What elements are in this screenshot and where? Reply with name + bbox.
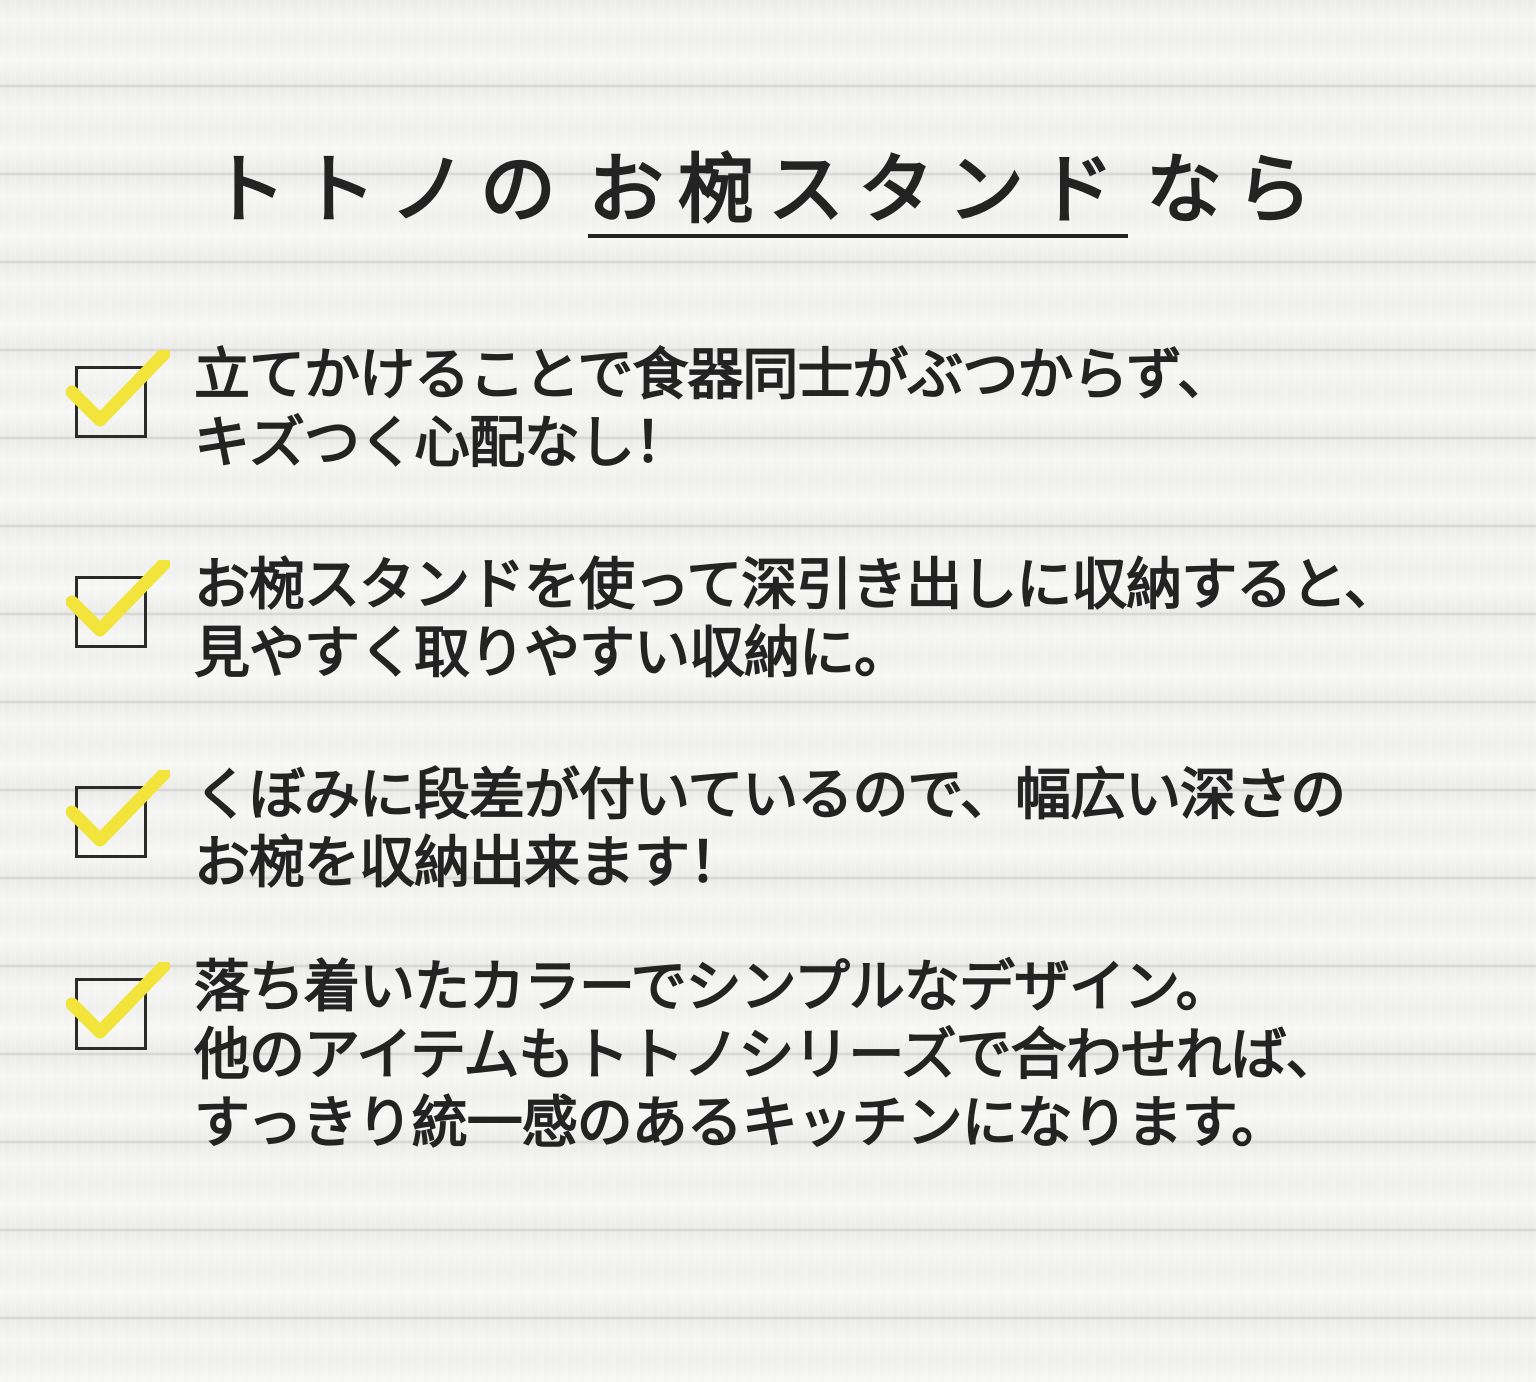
feature-line: お椀を収納出来ます！ xyxy=(194,831,745,896)
feature-line: 立てかけることで食器同士がぶつからず、 xyxy=(194,343,1233,408)
feature-text: 落ち着いたカラーでシンプルなデザイン。 他のアイテムもトトノシリーズで合わせれば… xyxy=(194,954,1342,1158)
feature-line: すっきり統一感のあるキッチンになります。 xyxy=(194,1091,1287,1156)
title-emphasis: お椀スタンド xyxy=(588,146,1128,238)
feature-line: キズつく心配なし！ xyxy=(194,411,690,476)
checkmark-icon xyxy=(66,962,170,1039)
feature-text: 立てかけることで食器同士がぶつからず、 キズつく心配なし！ xyxy=(194,342,1233,478)
feature-text: くぼみに段差が付いているので、幅広い深さの お椀を収納出来ます！ xyxy=(194,762,1346,898)
feature-line: 落ち着いたカラーでシンプルなデザイン。 xyxy=(194,955,1232,1020)
feature-line: くぼみに段差が付いているので、幅広い深さの xyxy=(194,763,1346,828)
feature-line: 他のアイテムもトトノシリーズで合わせれば、 xyxy=(194,1023,1342,1088)
title-suffix: なら xyxy=(1146,145,1326,234)
feature-text: お椀スタンドを使って深引き出しに収納すると、 見やすく取りやすい収納に。 xyxy=(194,552,1400,688)
feature-line: お椀スタンドを使って深引き出しに収納すると、 xyxy=(194,553,1400,618)
feature-line: 見やすく取りやすい収納に。 xyxy=(194,621,910,686)
checkmark-icon xyxy=(66,560,170,637)
title-prefix: トトノの xyxy=(210,145,570,234)
checkmark-icon xyxy=(66,770,170,847)
checkmark-icon xyxy=(66,350,170,427)
page-title: トトノのお椀スタンドなら xyxy=(0,140,1536,240)
